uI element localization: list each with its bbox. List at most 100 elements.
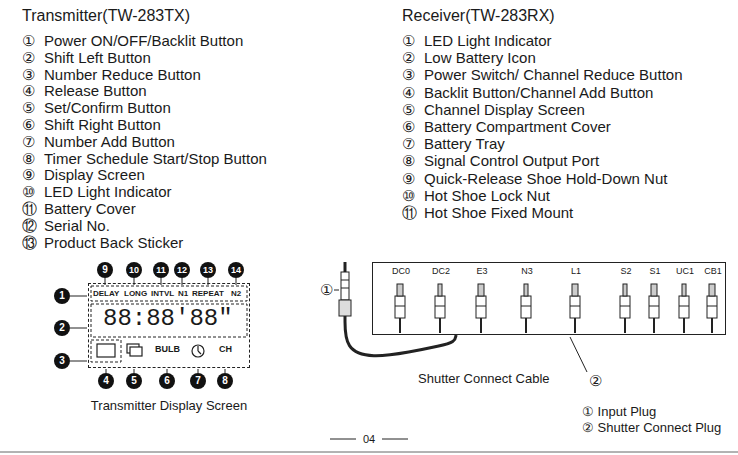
plug-connector [395, 284, 405, 333]
display-segment-cell [91, 304, 247, 337]
item-number: ② [402, 50, 415, 65]
item-number: ③ [402, 67, 415, 82]
item-number: ⑤ [22, 100, 35, 115]
plug-name: N3 [521, 267, 533, 276]
item-number: ④ [22, 83, 35, 98]
item-number: ⑤ [402, 102, 415, 117]
item-number: ① [22, 33, 35, 48]
page-number: 04 [363, 434, 375, 445]
part-name: LED Light Indicator [424, 33, 552, 48]
plug-name: DC0 [392, 267, 410, 276]
part-name: Power ON/OFF/Backlit Button [44, 33, 243, 48]
display-indicator: BULB [155, 345, 180, 354]
item-number: ⑦ [402, 136, 415, 151]
item-number: ⑥ [22, 117, 35, 132]
item-number: ⑬ [22, 235, 37, 250]
callout-number: 11 [153, 262, 169, 278]
plug-name: CB1 [704, 267, 722, 276]
item-number: ⑧ [402, 153, 415, 168]
part-name: Set/Confirm Button [44, 100, 171, 115]
timer-icon [198, 346, 201, 354]
part-name: Signal Control Output Port [424, 153, 599, 168]
callout-number: 6 [159, 373, 175, 389]
item-number: ③ [22, 67, 35, 82]
display-indicator: N2 [231, 290, 241, 298]
callout-number: 8 [217, 373, 233, 389]
callout-number: 7 [190, 373, 206, 389]
timer-icon [192, 345, 204, 357]
callout-number: 2 [54, 320, 70, 336]
cable-wire [345, 316, 456, 356]
display-indicator: DELAY [93, 290, 119, 298]
legend-note: ① Input Plug [582, 405, 656, 418]
item-number: ⑩ [22, 184, 35, 199]
plug-connector [476, 284, 486, 333]
display-indicator: N1 [178, 290, 188, 298]
callout-number: 5 [126, 373, 142, 389]
plug-name: S1 [649, 267, 660, 276]
page-rule [0, 452, 738, 453]
plug-connector [707, 284, 717, 333]
part-name: Number Add Button [44, 134, 175, 149]
item-number: ④ [402, 85, 415, 100]
display-segment-cell [91, 286, 247, 301]
input-plug [334, 262, 351, 316]
plug-connector [620, 284, 630, 333]
plug-connector [435, 284, 445, 333]
display-segment-cell [91, 340, 121, 362]
part-name: Shift Right Button [44, 117, 161, 132]
part-name: Product Back Sticker [44, 235, 183, 250]
part-name: Hot Shoe Fixed Mount [424, 205, 573, 220]
item-number: ⑥ [402, 119, 415, 134]
part-name: Backlit Button/Channel Add Button [424, 85, 653, 100]
display-screen: DELAY LONG INTVL N1 REPEAT N2 88:88'88" BULB CH [88, 283, 250, 368]
section-heading: Receiver(TW-283RX) [402, 8, 555, 24]
item-number: ⑫ [22, 218, 37, 233]
part-name: Battery Cover [44, 201, 136, 216]
item-number: ⑪ [402, 205, 417, 220]
part-name: Quick-Release Shoe Hold-Down Nut [424, 171, 667, 186]
display-indicator: REPEAT [192, 290, 224, 298]
display-indicator: INTVL [151, 290, 174, 298]
callout-number: 14 [228, 262, 244, 278]
continuous-icon [130, 347, 142, 356]
part-name: Display Screen [44, 167, 145, 182]
callout-number: 4 [98, 373, 114, 389]
leader-lines [70, 278, 236, 373]
callout-number: 9 [97, 262, 113, 278]
item-number: ① [402, 33, 415, 48]
display-indicator: CH [219, 345, 232, 354]
part-name: Shift Left Button [44, 50, 151, 65]
part-name: Serial No. [44, 218, 110, 233]
callout-number: 13 [200, 262, 216, 278]
part-name: Hot Shoe Lock Nut [424, 188, 550, 203]
shutter-connect-cable [345, 316, 456, 356]
part-name: LED Light Indicator [44, 184, 172, 199]
figure-caption: Transmitter Display Screen [91, 399, 247, 412]
callout-number: 12 [174, 262, 190, 278]
callout-number: 10 [126, 262, 142, 278]
item-number: ⑨ [22, 167, 35, 182]
callout-number: ② [589, 373, 602, 388]
page-number-dash [382, 439, 408, 440]
legend-note: ② Shutter Connect Plug [582, 421, 721, 434]
plug-connector [679, 284, 689, 333]
plug-name: L1 [571, 267, 581, 276]
plug-connector [649, 284, 659, 333]
plug-name: DC2 [432, 267, 450, 276]
part-name: Number Reduce Button [44, 67, 201, 82]
part-name: Power Switch/ Channel Reduce Button [424, 67, 682, 82]
section-heading: Transmitter(TW-283TX) [22, 8, 190, 24]
part-name: Battery Tray [424, 136, 505, 151]
plug-name: S2 [620, 267, 631, 276]
item-number: ⑪ [22, 201, 37, 216]
callout-number: 1 [54, 288, 70, 304]
segment-digits: 88:88'88" [103, 307, 233, 331]
plug-name: E3 [476, 267, 487, 276]
part-name: Battery Compartment Cover [424, 119, 611, 134]
plug-connector [521, 284, 531, 333]
display-indicator: LONG [124, 290, 147, 298]
shutter-connect-plugs [395, 284, 717, 333]
part-name: Channel Display Screen [424, 102, 585, 117]
item-number: ② [22, 50, 35, 65]
